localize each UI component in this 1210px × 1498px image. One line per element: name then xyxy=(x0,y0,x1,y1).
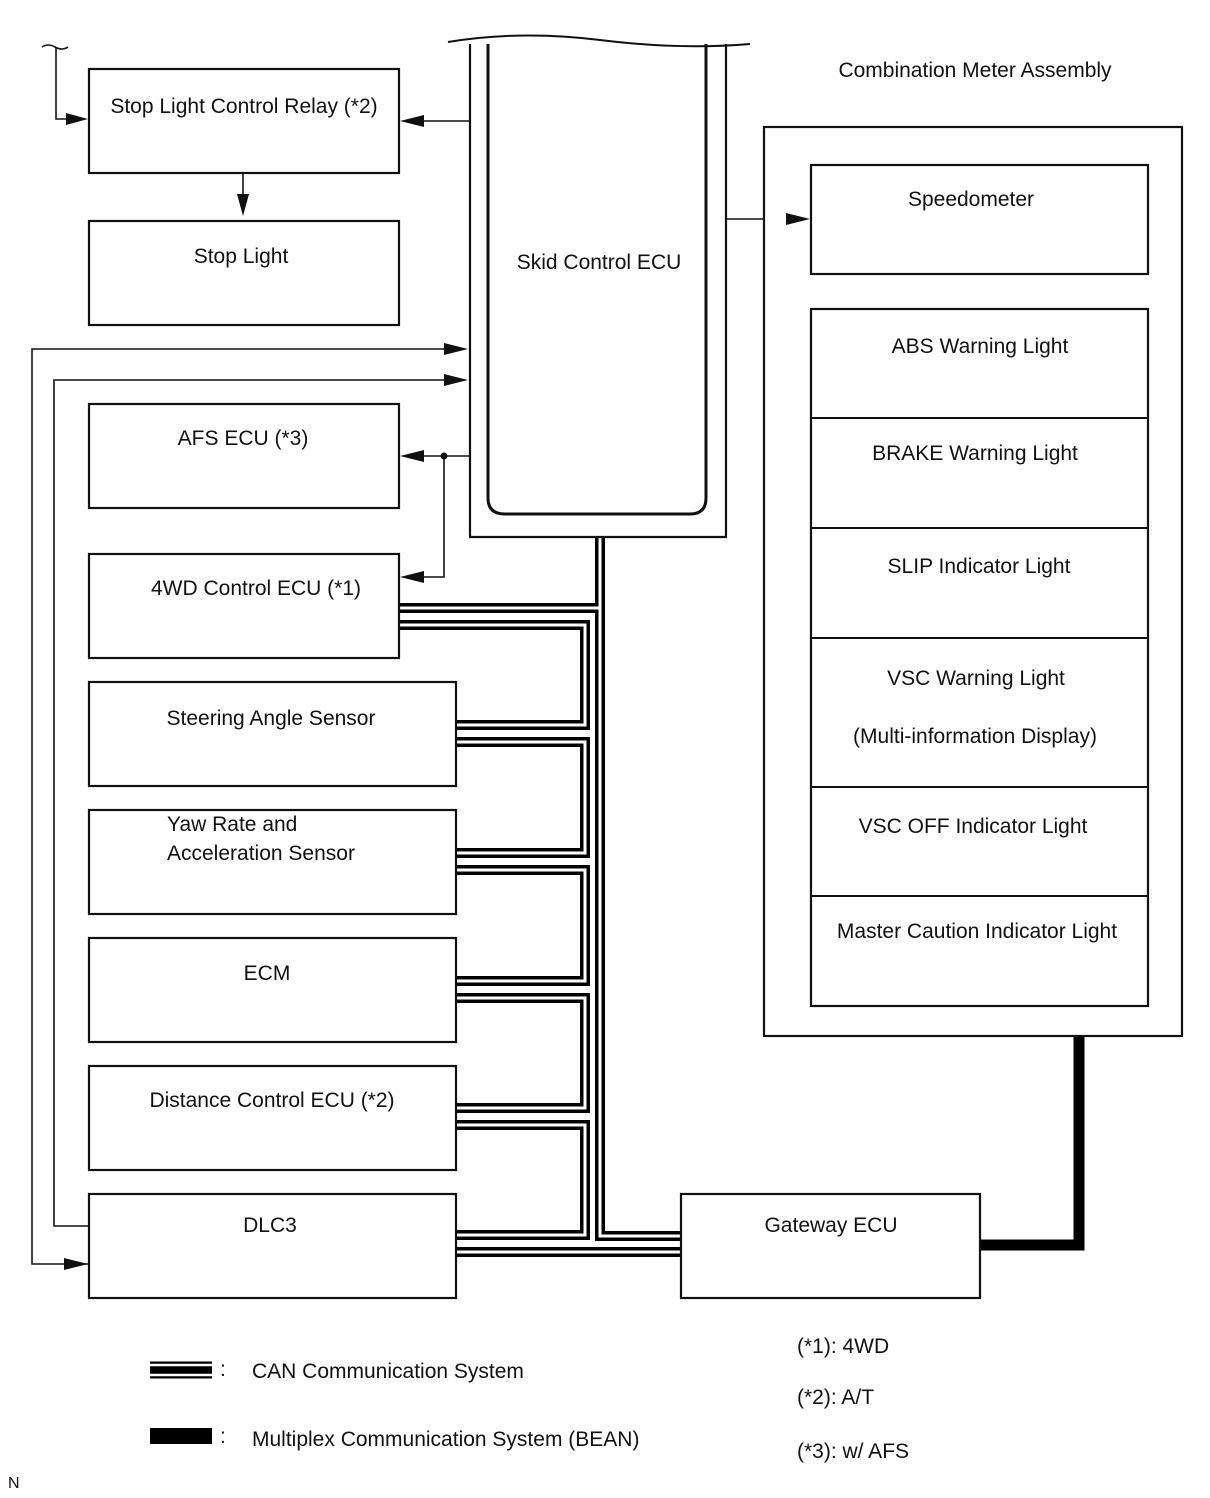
gateway-ecu-label: Gateway ECU xyxy=(764,1214,897,1237)
stop-light-label: Stop Light xyxy=(194,245,289,268)
arrow-to-ecu-lower xyxy=(444,374,468,386)
wire-ecu-to-4wd xyxy=(420,456,445,578)
legend-bean-separator: : xyxy=(220,1425,226,1448)
legend-bean-label: Multiplex Communication System (BEAN) xyxy=(252,1428,639,1451)
slip-indicator-light-label: SLIP Indicator Light xyxy=(888,555,1071,578)
brake-warning-light-label: BRAKE Warning Light xyxy=(872,442,1078,465)
legend-can-separator: : xyxy=(220,1358,226,1381)
arrow-to-stop-light xyxy=(237,194,249,216)
gateway-ecu: Gateway ECU xyxy=(679,1192,982,1300)
vsc-warning-light-label: VSC Warning Light xyxy=(887,667,1065,690)
arrow-to-ecu-upper xyxy=(444,343,468,355)
skid-ecu-label: Skid Control ECU xyxy=(517,251,682,274)
note-afs: (*3): w/ AFS xyxy=(797,1440,909,1463)
arrow-to-dlc3 xyxy=(64,1258,88,1270)
abs-warning-light-label: ABS Warning Light xyxy=(892,335,1069,358)
wire-dlc3-inner-loop xyxy=(53,379,448,1227)
fwd-ecu-label: 4WD Control ECU (*1) xyxy=(151,577,361,600)
corner-mark: N xyxy=(8,1475,20,1492)
skid-ecu-inner xyxy=(486,44,708,516)
legend-can-swatch xyxy=(150,1361,212,1379)
dlc3: DLC3 xyxy=(87,1192,458,1300)
can-trunk xyxy=(595,538,681,1241)
combination-meter-title: Combination Meter Assembly xyxy=(838,59,1112,82)
signal-wires xyxy=(31,44,790,1265)
junction-dot xyxy=(440,452,448,460)
legend-can-label: CAN Communication System xyxy=(252,1360,524,1383)
bus-lines xyxy=(399,538,1085,1257)
arrowheads xyxy=(64,113,810,1270)
stop-light-control-relay: Stop Light Control Relay (*2) xyxy=(87,67,401,175)
arrow-to-speedometer xyxy=(786,213,810,225)
skid-ecu-break-mark xyxy=(447,34,751,48)
vsc-warning-light-sub-label: (Multi-information Display) xyxy=(853,725,1097,748)
distance-ecu-label: Distance Control ECU (*2) xyxy=(149,1089,394,1112)
arrow-to-afs xyxy=(400,450,424,462)
arrow-to-relay xyxy=(66,113,88,125)
skid-control-ecu: Skid Control ECU xyxy=(447,34,751,539)
afs-ecu-label: AFS ECU (*3) xyxy=(178,427,309,450)
dlc3-label: DLC3 xyxy=(243,1214,297,1237)
afs-ecu: AFS ECU (*3) xyxy=(87,402,401,510)
note-at: (*2): A/T xyxy=(797,1386,874,1409)
fwd-control-ecu: 4WD Control ECU (*1) xyxy=(87,552,401,660)
arrow-to-4wd xyxy=(400,571,424,583)
warning-lights-stack xyxy=(809,307,1150,1008)
relay-label: Stop Light Control Relay (*2) xyxy=(110,95,377,118)
speedometer-label: Speedometer xyxy=(908,188,1034,211)
master-caution-indicator-light-label: Master Caution Indicator Light xyxy=(837,920,1117,943)
yaw-rate-sensor: Yaw Rate and Acceleration Sensor xyxy=(87,808,458,916)
vsc-off-indicator-light-label: VSC OFF Indicator Light xyxy=(859,815,1088,838)
legend: : CAN Communication System : Multiplex C… xyxy=(150,1358,639,1451)
distance-control-ecu: Distance Control ECU (*2) xyxy=(87,1064,458,1172)
arrow-to-relay-from-ecu xyxy=(400,115,424,127)
bean-line xyxy=(980,1006,1085,1251)
note-4wd: (*1): 4WD xyxy=(797,1335,889,1358)
wire-relay-input xyxy=(55,47,70,120)
wire-break-mark xyxy=(41,44,69,50)
wire-dlc3-outer-loop xyxy=(31,348,448,1265)
footnotes: (*1): 4WD (*2): A/T (*3): w/ AFS xyxy=(797,1335,909,1463)
steering-angle-sensor: Steering Angle Sensor xyxy=(87,680,458,788)
yaw-rate-label-line2: Acceleration Sensor xyxy=(167,842,355,865)
steering-sensor-label: Steering Angle Sensor xyxy=(167,707,376,730)
yaw-rate-label-line1: Yaw Rate and xyxy=(167,813,297,836)
skid-ecu-outer xyxy=(468,44,728,539)
legend-bean-swatch xyxy=(150,1428,212,1444)
stop-light: Stop Light xyxy=(87,219,401,327)
speedometer: Speedometer xyxy=(809,163,1150,276)
ecm-label: ECM xyxy=(244,962,291,985)
combination-meter-assembly: Combination Meter Assembly Speedometer A… xyxy=(762,59,1184,1038)
ecm: ECM xyxy=(87,936,458,1044)
